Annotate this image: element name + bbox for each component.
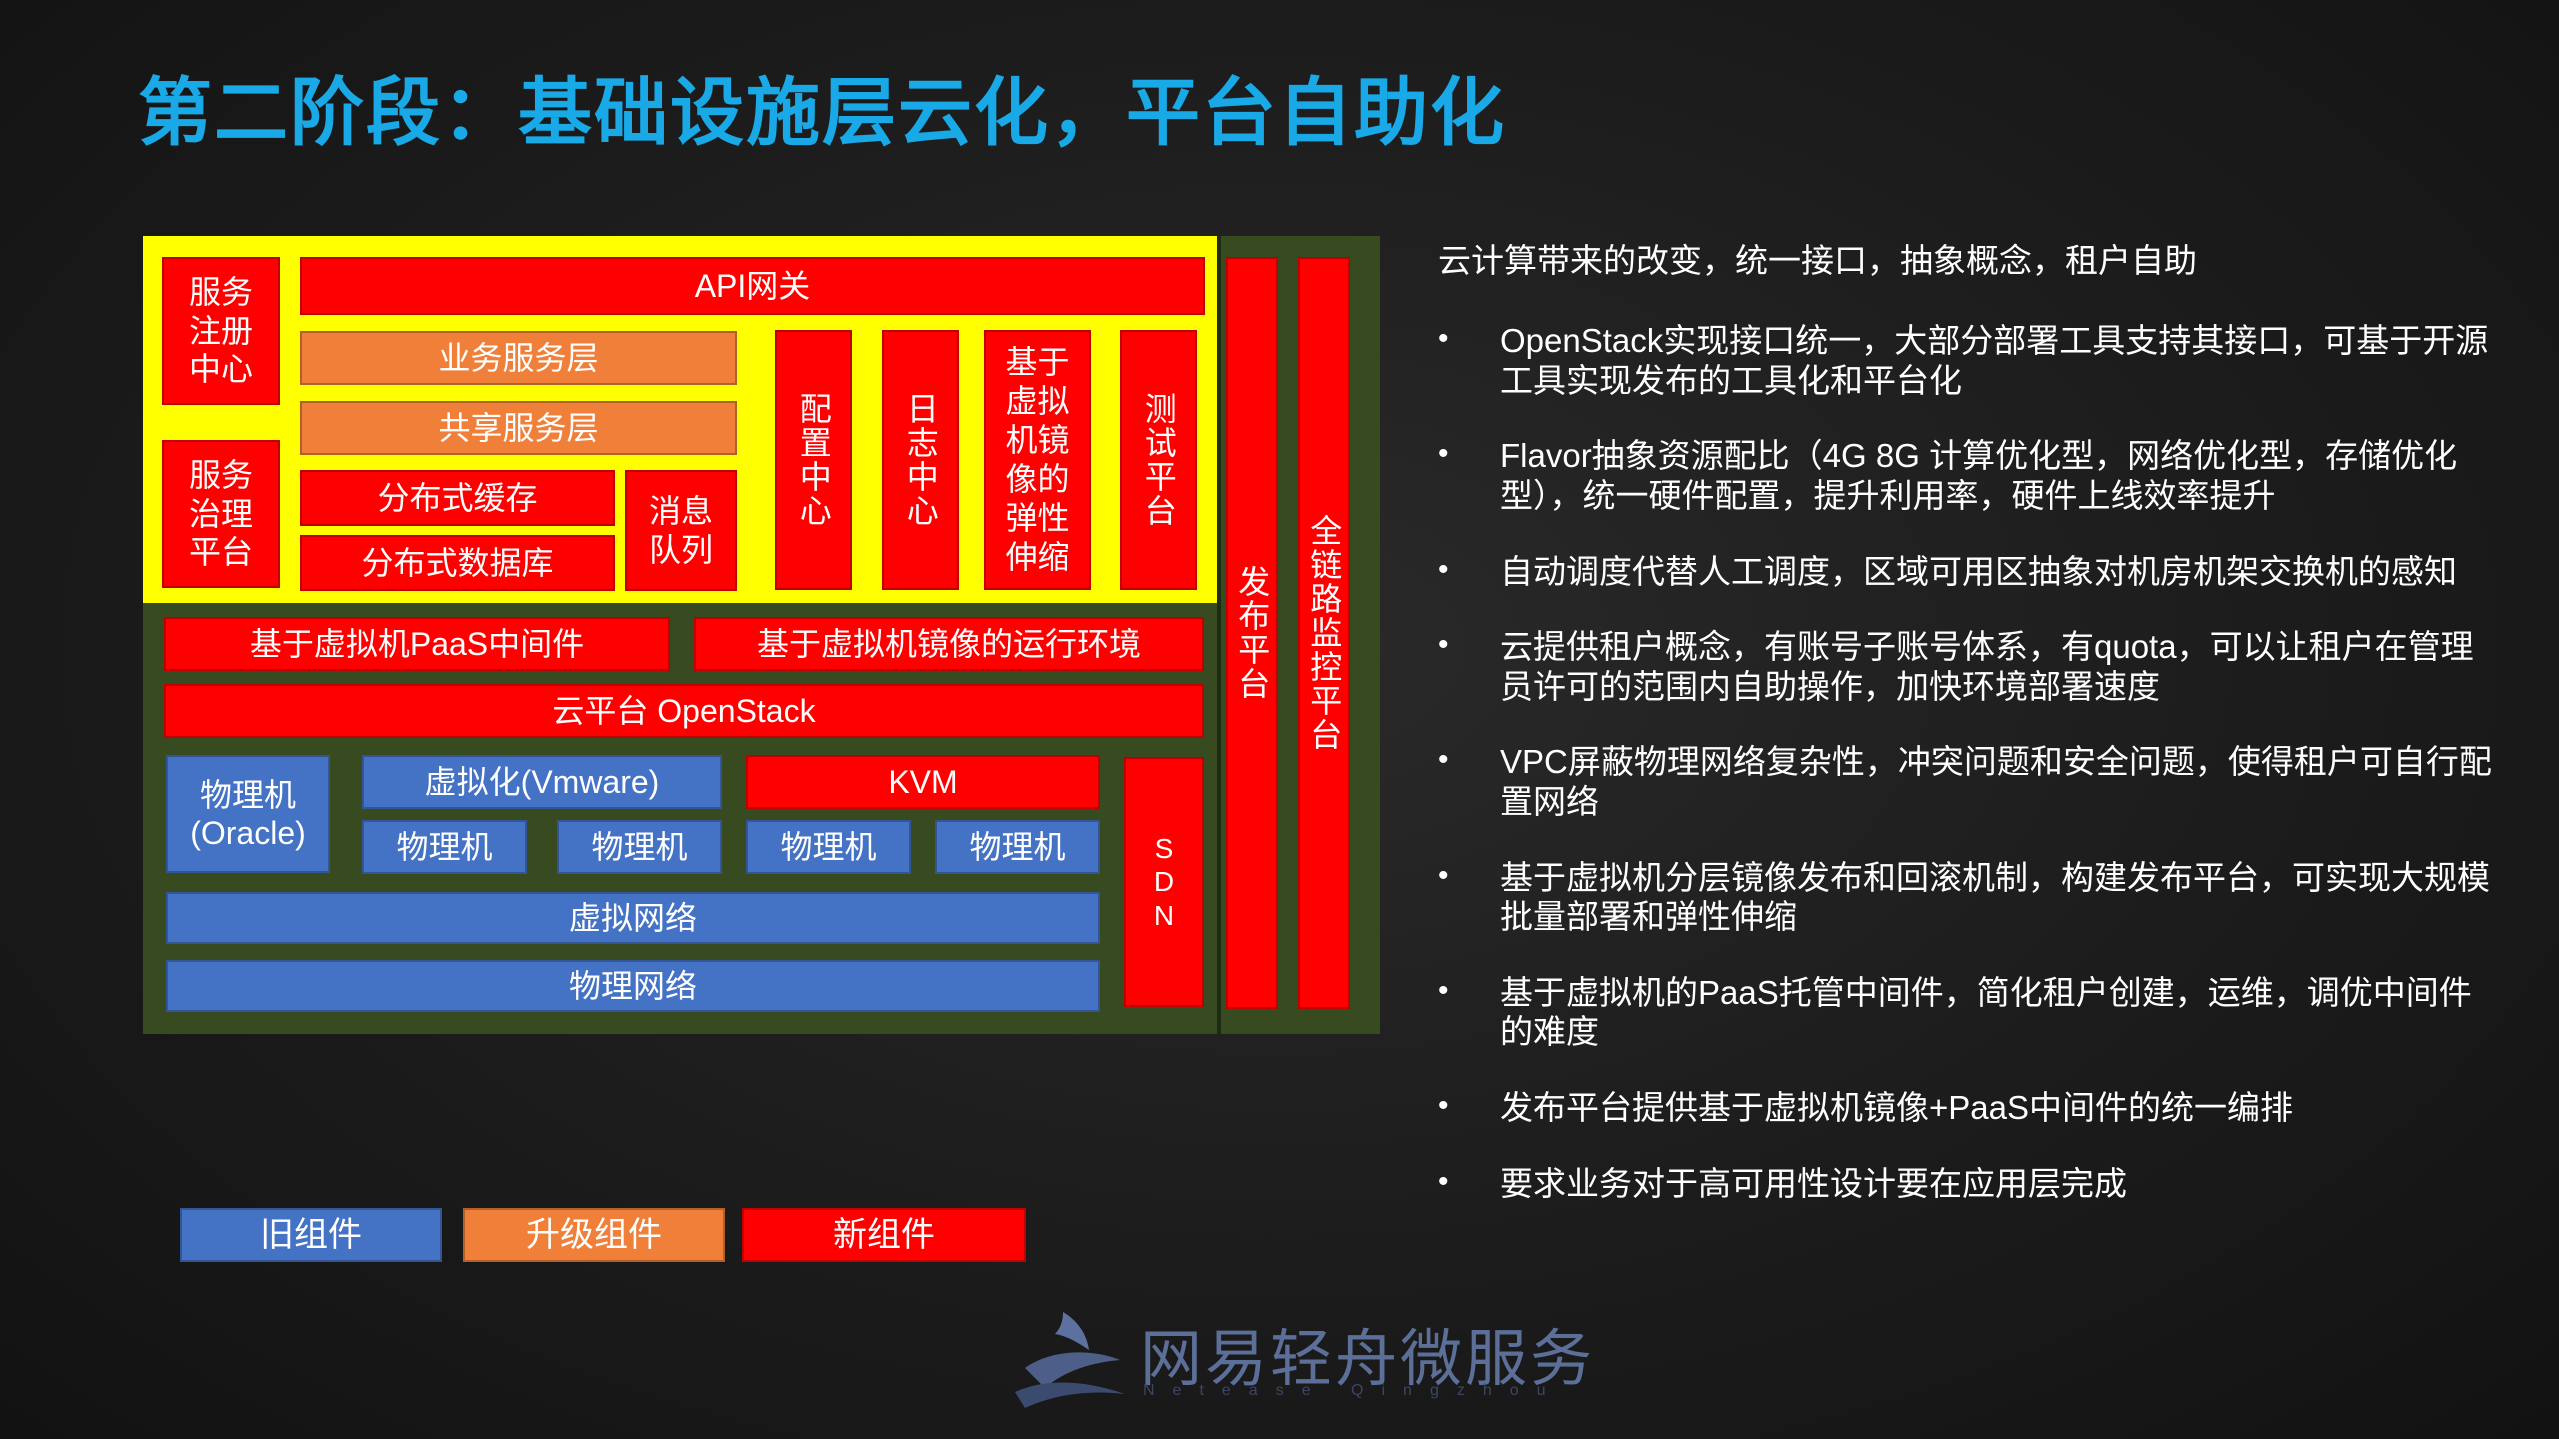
- distributed-database-label: 分布式数据库: [361, 544, 554, 581]
- distributed-database-box: 分布式数据库: [300, 535, 615, 591]
- description-bullet: • 要求业务对于高可用性设计要在应用层完成: [1438, 1164, 2498, 1204]
- business-service-layer-box: 业务服务层: [300, 331, 737, 385]
- boat-wave-icon: [1015, 1312, 1125, 1408]
- kvm-box: KVM: [746, 755, 1100, 809]
- description-bullet: • VPC屏蔽物理网络复杂性，冲突问题和安全问题，使得租户可自行配置网络: [1438, 742, 2498, 821]
- bullet-dot-icon: •: [1438, 1164, 1449, 1198]
- service-registry-label: 服务注册中心: [188, 274, 253, 388]
- service-governance-label: 服务治理平台: [188, 457, 253, 571]
- description-bullet-text: 基于虚拟机分层镜像发布和回滚机制，构建发布平台，可实现大规模批量部署和弹性伸缩: [1500, 858, 2490, 936]
- description-bullet: • 云提供租户概念，有账号子账号体系，有quota，可以让租户在管理员许可的范围内…: [1438, 627, 2498, 706]
- business-service-layer-label: 业务服务层: [438, 339, 599, 376]
- description-bullet-list: • OpenStack实现接口统一，大部分部署工具支持其接口，可基于开源工具实现发…: [1438, 321, 2498, 1203]
- config-center-label: 配置中心: [795, 392, 832, 528]
- fulllink-monitor-label: 全链路监控平台: [1306, 514, 1343, 752]
- physical-oracle-box: 物理机 (Oracle): [166, 755, 330, 873]
- description-bullet-text: Flavor抽象资源配比（4G 8G 计算优化型，网络优化型，存储优化型），统一…: [1500, 437, 2458, 515]
- description-bullet: • 基于虚拟机的PaaS托管中间件，简化租户创建，运维，调优中间件的难度: [1438, 973, 2498, 1052]
- bullet-dot-icon: •: [1438, 743, 1449, 777]
- config-center-box: 配置中心: [775, 330, 852, 590]
- log-center-label: 日志中心: [902, 392, 939, 528]
- description-bullet-text: 基于虚拟机的PaaS托管中间件，简化租户创建，运维，调优中间件的难度: [1500, 973, 2472, 1051]
- shared-service-layer-label: 共享服务层: [438, 409, 599, 446]
- virtual-network-box: 虚拟网络: [166, 892, 1100, 944]
- description-panel: 云计算带来的改变，统一接口，抽象概念，租户自助 • OpenStack实现接口统一…: [1438, 240, 2498, 1239]
- physical-machine-label-1: 物理机: [396, 828, 493, 865]
- physical-machine-box-1: 物理机: [362, 820, 527, 874]
- logo-subtext: Netease Qingzhou: [1143, 1382, 1564, 1399]
- physical-machine-box-2: 物理机: [557, 820, 722, 874]
- bullet-dot-icon: •: [1438, 322, 1449, 356]
- physical-machine-box-4: 物理机: [935, 820, 1100, 874]
- service-registry-box: 服务注册中心: [162, 257, 280, 405]
- vm-image-elastic-box: 基于虚拟机镜像的弹性伸缩: [984, 330, 1091, 590]
- legend-old: 旧组件: [180, 1208, 442, 1262]
- bullet-dot-icon: •: [1438, 973, 1449, 1007]
- description-bullet: • Flavor抽象资源配比（4G 8G 计算优化型，网络优化型，存储优化型），统…: [1438, 436, 2498, 515]
- zone-divider: [1217, 236, 1221, 1034]
- virtual-network-label: 虚拟网络: [568, 899, 697, 936]
- legend-upgraded: 升级组件: [463, 1208, 725, 1262]
- description-bullet: • 发布平台提供基于虚拟机镜像+PaaS中间件的统一编排: [1438, 1088, 2498, 1128]
- virtualization-vmware-label: 虚拟化(Vmware): [424, 763, 660, 800]
- description-bullet-text: 云提供租户概念，有账号子账号体系，有quota，可以让租户在管理员许可的范围内自…: [1500, 628, 2474, 705]
- api-gateway-box: API网关: [300, 257, 1205, 315]
- description-intro: 云计算带来的改变，统一接口，抽象概念，租户自助: [1438, 242, 2197, 279]
- description-bullet: • OpenStack实现接口统一，大部分部署工具支持其接口，可基于开源工具实现发…: [1438, 321, 2498, 400]
- physical-network-label: 物理网络: [568, 967, 697, 1004]
- description-bullet-text: OpenStack实现接口统一，大部分部署工具支持其接口，可基于开源工具实现发布…: [1500, 322, 2489, 399]
- bullet-dot-icon: •: [1438, 437, 1449, 471]
- legend-old-label: 旧组件: [260, 1215, 362, 1254]
- kvm-label: KVM: [888, 763, 958, 800]
- page-title: 第二阶段：基础设施层云化，平台自助化: [138, 71, 1506, 154]
- physical-machine-label-2: 物理机: [591, 828, 688, 865]
- cloud-openstack-box: 云平台 OpenStack: [164, 684, 1204, 738]
- vm-paas-middleware-label: 基于虚拟机PaaS中间件: [249, 625, 585, 662]
- logo: 网易轻舟微服务 Netease Qingzhou: [1005, 1290, 1592, 1410]
- distributed-cache-box: 分布式缓存: [300, 470, 615, 526]
- description-bullet: • 基于虚拟机分层镜像发布和回滚机制，构建发布平台，可实现大规模批量部署和弹性伸缩: [1438, 858, 2498, 937]
- test-platform-box: 测试平台: [1120, 330, 1197, 590]
- bullet-dot-icon: •: [1438, 552, 1449, 586]
- shared-service-layer-box: 共享服务层: [300, 401, 737, 455]
- virtualization-vmware-box: 虚拟化(Vmware): [362, 755, 722, 809]
- vm-paas-middleware-box: 基于虚拟机PaaS中间件: [164, 617, 670, 671]
- fulllink-monitor-box: 全链路监控平台: [1298, 257, 1350, 1009]
- legend-upgraded-label: 升级组件: [526, 1215, 662, 1254]
- log-center-box: 日志中心: [882, 330, 959, 590]
- description-bullet-text: 要求业务对于高可用性设计要在应用层完成: [1500, 1164, 2127, 1202]
- physical-network-box: 物理网络: [166, 960, 1100, 1012]
- description-bullet-text: 自动调度代替人工调度，区域可用区抽象对机房机架交换机的感知: [1500, 552, 2457, 590]
- bullet-dot-icon: •: [1438, 1088, 1449, 1122]
- message-queue-box: 消息队列: [625, 470, 737, 591]
- release-platform-box: 发布平台: [1226, 257, 1278, 1009]
- bullet-dot-icon: •: [1438, 628, 1449, 662]
- legend-new-label: 新组件: [833, 1215, 935, 1254]
- service-governance-box: 服务治理平台: [162, 440, 280, 588]
- vm-image-elastic-label: 基于虚拟机镜像的弹性伸缩: [1005, 343, 1070, 576]
- logo-text: 网易轻舟微服务: [1140, 1325, 1596, 1394]
- sdn-label: SDN: [1153, 832, 1175, 931]
- vm-image-runtime-label: 基于虚拟机镜像的运行环境: [756, 625, 1141, 662]
- physical-oracle-label: 物理机 (Oracle): [190, 776, 306, 851]
- distributed-cache-label: 分布式缓存: [377, 479, 538, 516]
- vm-image-runtime-box: 基于虚拟机镜像的运行环境: [694, 617, 1204, 671]
- description-bullet-text: 发布平台提供基于虚拟机镜像+PaaS中间件的统一编排: [1500, 1088, 2293, 1126]
- physical-machine-box-3: 物理机: [746, 820, 911, 874]
- physical-machine-label-4: 物理机: [969, 828, 1066, 865]
- release-platform-label: 发布平台: [1234, 565, 1271, 701]
- sdn-box: SDN: [1124, 757, 1204, 1007]
- api-gateway-label: API网关: [694, 267, 811, 304]
- physical-machine-label-3: 物理机: [780, 828, 877, 865]
- legend-new: 新组件: [742, 1208, 1026, 1262]
- bullet-dot-icon: •: [1438, 858, 1449, 892]
- test-platform-label: 测试平台: [1140, 392, 1177, 528]
- description-bullet: • 自动调度代替人工调度，区域可用区抽象对机房机架交换机的感知: [1438, 552, 2498, 592]
- description-bullet-text: VPC屏蔽物理网络复杂性，冲突问题和安全问题，使得租户可自行配置网络: [1500, 743, 2492, 820]
- message-queue-label: 消息队列: [648, 493, 713, 568]
- cloud-openstack-label: 云平台 OpenStack: [552, 692, 816, 729]
